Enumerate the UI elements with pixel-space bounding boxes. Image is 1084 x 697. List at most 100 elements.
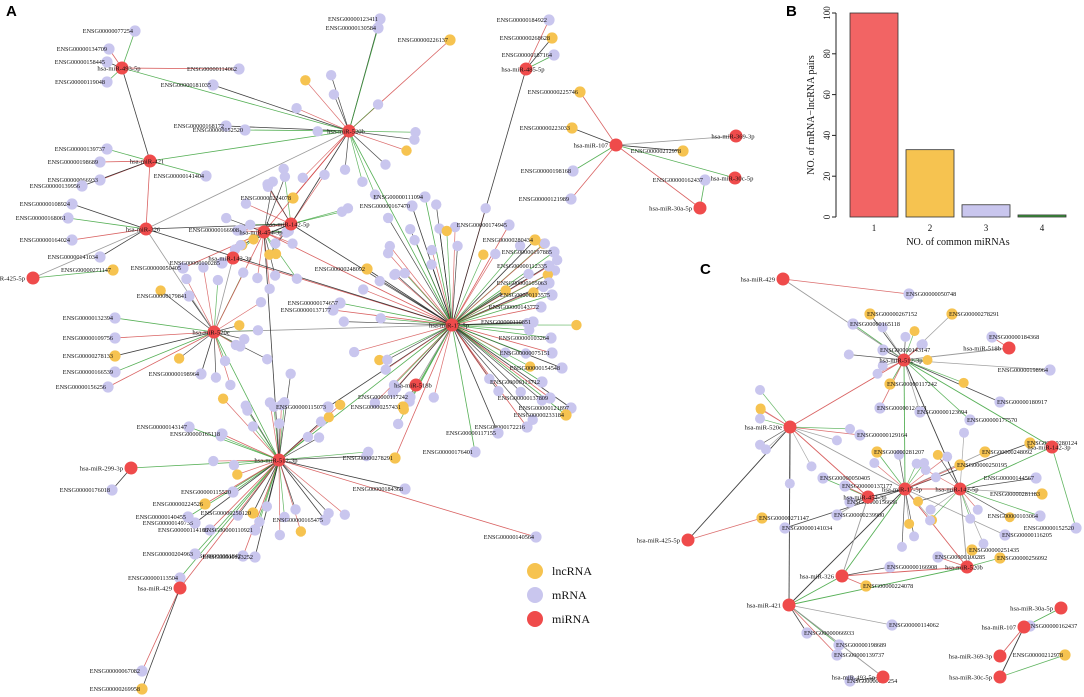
edge <box>782 278 910 295</box>
gene-label: ENSG00000113504 <box>128 575 178 582</box>
edge <box>245 203 292 225</box>
gene-node-ensg00000137177: ENSG00000137177 <box>281 304 339 316</box>
mrna-node-icon <box>844 675 856 687</box>
gene-node-ensg00000226137: ENSG00000226137 <box>398 34 456 46</box>
edge <box>145 228 215 333</box>
mirna-label: hsa-miR-429 <box>138 585 173 592</box>
gene-node-ensg00000132394: ENSG00000132394 <box>63 312 121 324</box>
edge <box>348 27 379 132</box>
mirna-label: hsa-miR-369-3p <box>949 653 993 660</box>
gene-node-ensg00000180917: ENSG00000180917 <box>994 396 1047 408</box>
gene-label: ENSG00000103264 <box>499 335 549 342</box>
mrna-node-icon <box>239 124 251 136</box>
gene-node <box>431 199 442 210</box>
mrna-node-icon <box>567 165 579 177</box>
gene-label: ENSG00000134709 <box>57 46 107 53</box>
gene-label: ENSG00000180917 <box>997 399 1047 406</box>
edge <box>278 459 281 536</box>
mrna-node-icon <box>103 43 115 55</box>
gene-node-ensg00000100285: ENSG00000100285 <box>170 257 228 269</box>
mirna-node-icon <box>139 222 153 236</box>
gene-label: ENSG00000268628 <box>500 35 550 42</box>
gene-node <box>312 126 323 137</box>
gene-node <box>965 513 976 524</box>
gene-node-ensg00000075151: ENSG00000075151 <box>500 347 558 359</box>
edge <box>178 331 215 359</box>
gene-node-ensg00000110921: ENSG00000110921 <box>203 524 261 536</box>
gene-node <box>217 393 229 404</box>
gene-node-ensg00000111094: ENSG00000111094 <box>373 191 431 203</box>
gene-node <box>380 159 391 170</box>
gene-node-ensg00000248092: ENSG00000248092 <box>979 446 1032 458</box>
gene-label: ENSG00000152520 <box>193 127 243 134</box>
mrna-node-icon <box>106 484 118 496</box>
mrna-node-icon <box>847 318 859 330</box>
y-tick-label: 0 <box>822 214 832 219</box>
gene-node-ensg00000123411: ENSG00000123411 <box>328 13 386 25</box>
mirna-label: hsa-miR-17-5p <box>882 486 923 493</box>
gene-node-ensg00000143147: ENSG00000143147 <box>877 344 930 356</box>
edge <box>302 130 350 179</box>
edge <box>141 587 181 672</box>
mirna-node-icon <box>728 171 742 185</box>
mirna-label: hsa-miR-493-5p <box>832 674 876 681</box>
gene-label: ENSG00000278291 <box>343 455 393 462</box>
lncrna-node-icon <box>136 683 148 695</box>
mirna-hub-c425: hsa-miR-425-5p <box>637 533 695 547</box>
edge <box>213 331 217 378</box>
gene-node <box>255 296 267 308</box>
gene-label: ENSG00000198689 <box>48 159 98 166</box>
gene-node <box>784 478 795 489</box>
gene-node <box>219 355 231 367</box>
mirna-node-icon <box>257 225 271 239</box>
gene-label: ENSG00000143772 <box>489 304 539 311</box>
edge <box>925 469 961 490</box>
mrna-node-icon <box>521 421 533 433</box>
lncrna-node-icon <box>979 446 991 458</box>
gene-label: ENSG00000139737 <box>55 146 105 153</box>
gene-node <box>274 529 286 541</box>
edge <box>759 389 791 428</box>
gene-node <box>909 326 920 337</box>
mirna-label: hsa-miR-520b <box>945 564 983 571</box>
gene-node <box>900 331 911 342</box>
gene-node-ensg00000187164: ENSG00000187164 <box>502 49 560 61</box>
lncrna-node-icon <box>107 264 119 276</box>
gene-label: ENSG00000271147 <box>759 515 809 522</box>
mrna-node-icon <box>94 156 106 168</box>
lncrna-node-icon <box>199 498 211 510</box>
gene-node <box>297 172 309 184</box>
edge <box>247 410 280 461</box>
gene-node <box>382 212 394 224</box>
gene-node-ensg00000117155: ENSG00000117155 <box>446 427 504 439</box>
gene-node <box>399 267 410 279</box>
edge <box>903 347 1010 361</box>
edge <box>278 402 285 461</box>
gene-node-ensg00000115073: ENSG00000115073 <box>276 401 334 413</box>
edge <box>393 324 453 386</box>
lncrna-node-icon <box>109 350 121 362</box>
gene-node <box>390 268 401 280</box>
gene-node-ensg00000119048: ENSG00000119048 <box>55 76 113 88</box>
mirna-hub-m512: hsa-miR-512-3p <box>254 453 298 467</box>
gene-node-ensg00000198168: ENSG00000198168 <box>521 165 579 177</box>
gene-node <box>232 510 244 521</box>
gene-node-ensg00000067082: ENSG00000067082 <box>90 665 148 677</box>
gene-node-ensg00000156256: ENSG00000156256 <box>56 381 114 393</box>
mrna-node-icon <box>334 297 346 309</box>
gene-node-ensg00000105063: ENSG00000105063 <box>497 277 555 289</box>
edge <box>267 184 292 225</box>
gene-node-ensg00000166908: ENSG00000166908 <box>189 224 247 236</box>
gene-node <box>959 427 970 438</box>
gene-node-ensg00000256092: ENSG00000256092 <box>994 552 1047 564</box>
mirna-hub-m485: hsa-miR-485-5p <box>501 62 545 76</box>
gene-node <box>295 526 307 537</box>
mirna-label: hsa-miR-520e <box>745 424 782 431</box>
gene-label: ENSG00000137177 <box>842 483 892 490</box>
mirna-hub-c421: hsa-miR-421 <box>747 598 796 612</box>
gene-node-ensg00000050405: ENSG00000050405 <box>131 262 189 274</box>
edge <box>149 160 207 177</box>
mrna-node-icon <box>227 486 239 498</box>
mirna-label: hsa-miR-454-3p <box>239 229 283 236</box>
